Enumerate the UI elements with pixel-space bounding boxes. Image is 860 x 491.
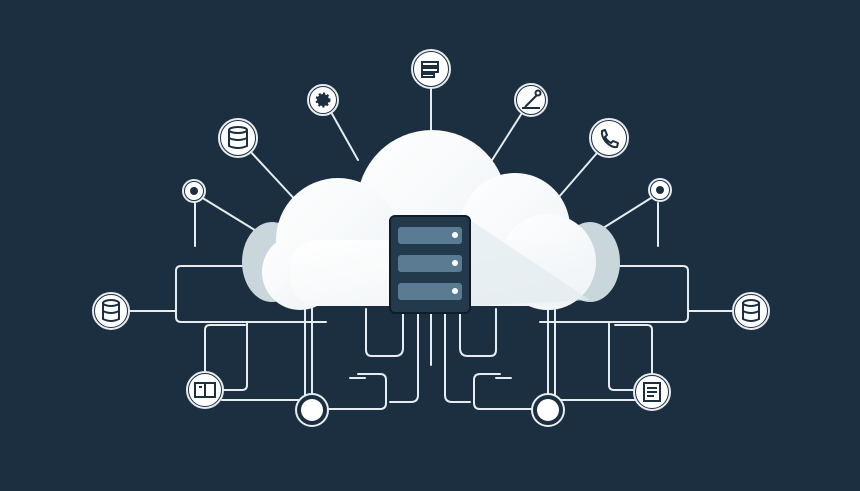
line-book	[221, 321, 248, 391]
line-circle-right-3	[459, 308, 497, 357]
line-far-left	[126, 265, 247, 312]
database-icon	[732, 292, 770, 330]
line-tool	[486, 112, 523, 169]
document-stack-icon	[411, 49, 451, 89]
line-circle-left-3	[365, 308, 404, 357]
database-icon	[92, 292, 130, 330]
line-gear	[330, 111, 359, 161]
line-circle-right	[473, 373, 535, 410]
connector-lines	[126, 85, 735, 410]
line-circle-left	[325, 373, 387, 410]
circle-node-icon	[295, 393, 329, 427]
phone-icon	[589, 118, 629, 158]
dot-icon	[182, 179, 206, 203]
document-icon	[633, 373, 671, 411]
line-book-3	[221, 309, 306, 401]
line-far-left-lower	[175, 310, 327, 323]
line-far-right-lower	[539, 310, 689, 323]
line-doc	[608, 321, 637, 391]
book-icon	[186, 371, 224, 409]
line-book-2	[204, 324, 246, 379]
dot-icon	[648, 178, 672, 202]
line-phone	[557, 152, 598, 199]
line-doc-3	[554, 309, 637, 401]
server-icon	[389, 215, 471, 314]
database-icon	[218, 118, 258, 158]
line-far-right	[614, 265, 735, 312]
line-server-right	[444, 313, 471, 403]
line-dot-left	[200, 196, 259, 233]
line-doc-2	[614, 324, 653, 379]
line-server-left	[389, 313, 419, 403]
wrench-icon	[514, 83, 548, 117]
circle-node-icon	[531, 393, 565, 427]
line-dot-right	[599, 197, 652, 231]
gear-icon	[307, 84, 339, 116]
line-database-left	[248, 149, 301, 206]
